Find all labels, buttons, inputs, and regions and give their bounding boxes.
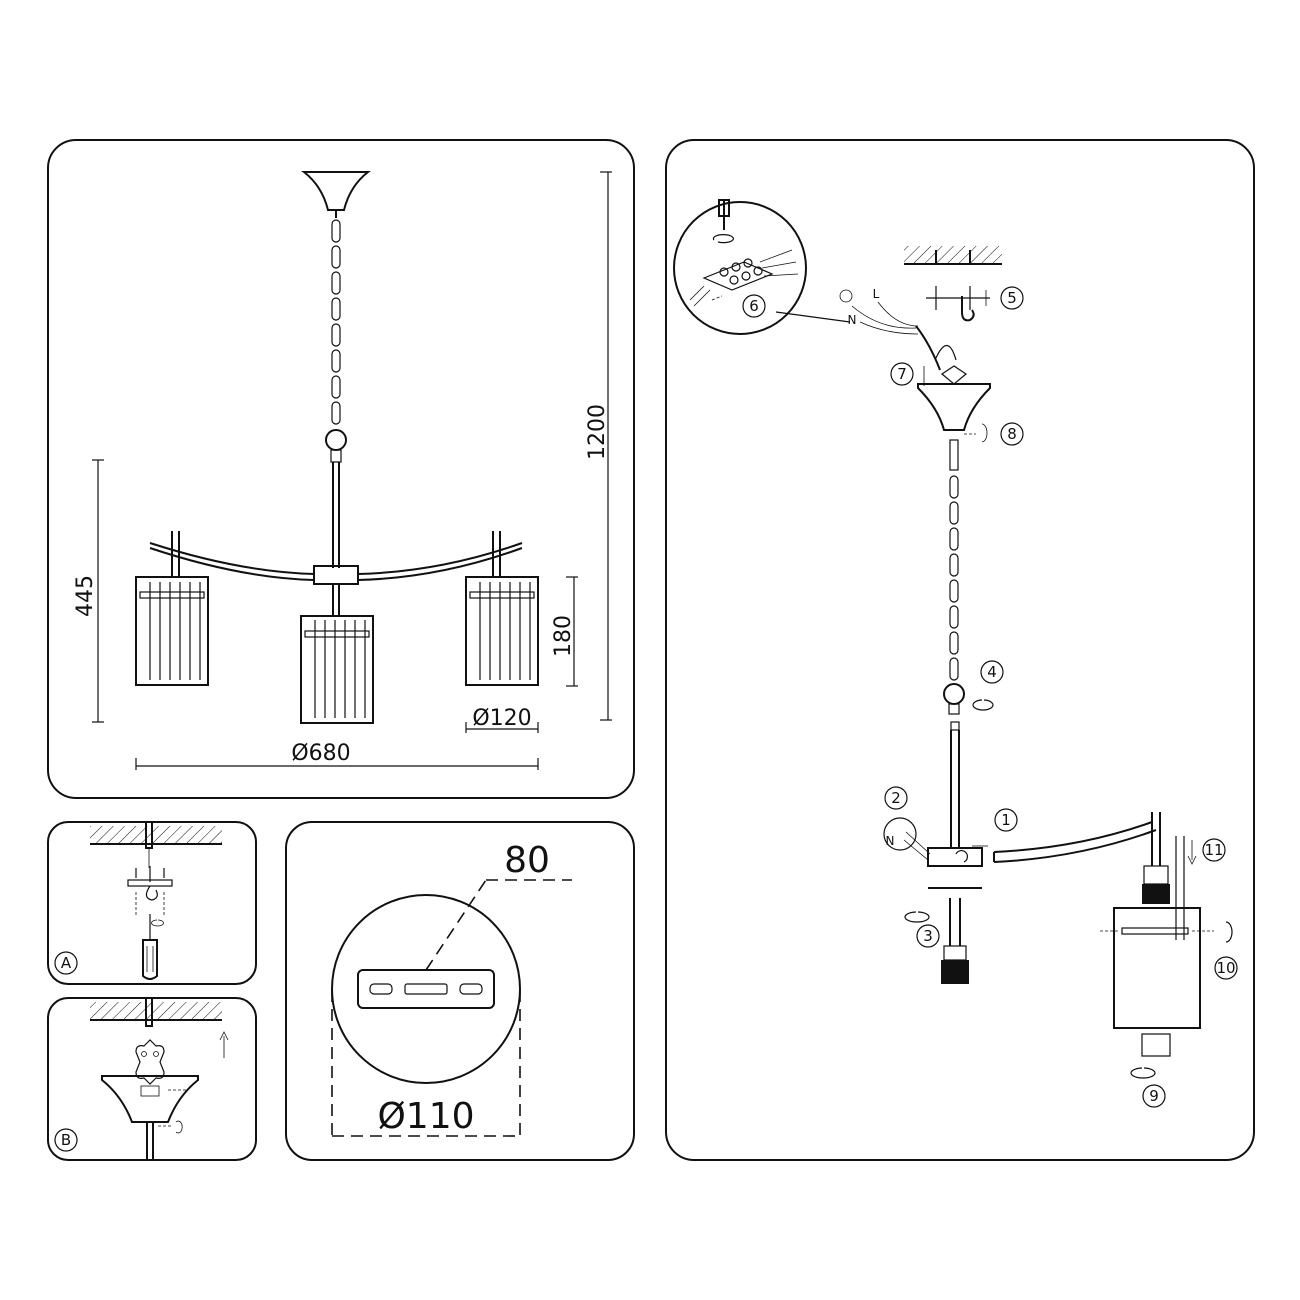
chain-icon <box>325 219 347 463</box>
step-11: 11 <box>1204 841 1223 859</box>
assembly-arm-icon <box>993 812 1161 866</box>
dim-height-total: 1200 <box>585 404 610 460</box>
step-1: 1 <box>1001 811 1011 829</box>
step-6: 6 <box>749 297 759 315</box>
canopy-assembly-icon <box>917 365 991 435</box>
wire-label-neutral-small: N <box>886 834 895 848</box>
dim-shade-diameter: Ø120 <box>472 706 531 731</box>
detail-panel-b: B <box>47 997 257 1161</box>
dim-mounting-bar: 80 <box>504 840 550 881</box>
step-7: 7 <box>897 365 907 383</box>
step-10: 10 <box>1216 959 1235 977</box>
dim-height-body: 445 <box>73 575 98 617</box>
socket-icon <box>941 898 969 984</box>
shade-right-icon <box>465 576 539 686</box>
wire-label-live: L <box>873 287 880 301</box>
arms-icon <box>149 531 523 616</box>
screwdriver-icon <box>142 914 158 980</box>
step-9: 9 <box>1149 1087 1159 1105</box>
step-3: 3 <box>923 927 933 945</box>
wire-label-neutral: N <box>848 313 857 327</box>
canopy-icon <box>301 171 371 218</box>
detail-label-b: B <box>61 1131 71 1149</box>
assembly-panel: 6 5 L N 7 8 <box>665 139 1255 1161</box>
step-2: 2 <box>891 789 901 807</box>
detail-label-a: A <box>61 954 72 972</box>
detail-panel-a: A <box>47 821 257 985</box>
terminal-block-detail <box>673 199 807 335</box>
dim-shade-height: 180 <box>551 615 576 657</box>
assembly-chain-icon <box>943 439 965 715</box>
dimension-panel: 1200 445 180 Ø120 Ø680 <box>47 139 635 799</box>
dim-span-diameter: Ø680 <box>291 741 350 766</box>
canopy-dimension-panel: 80 Ø110 <box>285 821 635 1161</box>
step-5: 5 <box>1007 289 1017 307</box>
dimension-lines <box>92 171 612 770</box>
step-8: 8 <box>1007 425 1017 443</box>
dim-canopy-diameter: Ø110 <box>377 1096 474 1137</box>
step-4: 4 <box>987 663 997 681</box>
shade-left-icon <box>135 576 209 686</box>
shade-center-icon <box>300 615 374 724</box>
shade-assembly-icon <box>1100 836 1214 1057</box>
